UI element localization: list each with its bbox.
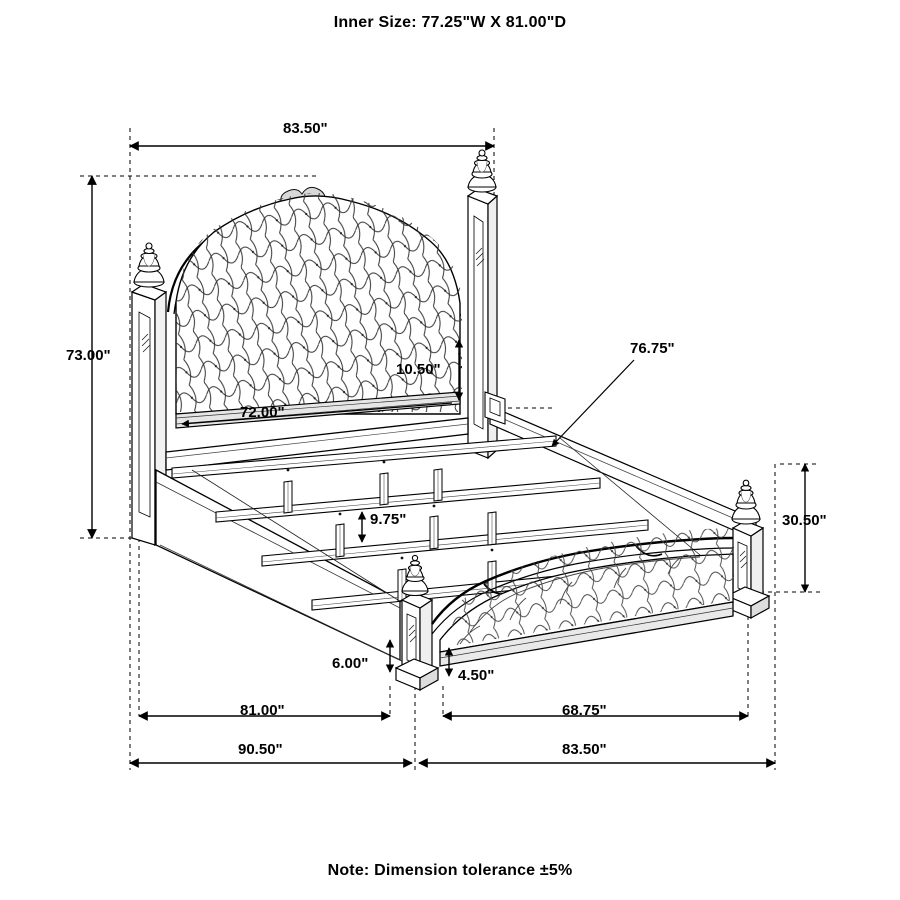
dimension-label-slat-leg-height: 9.75" [370,511,407,528]
dimension-label-footboard-clearance: 4.50" [458,667,495,684]
dimension-label-overall-width-top: 83.50" [283,120,328,137]
page-title: Inner Size: 77.25"W X 81.00"D [333,14,567,31]
dimension-label-footboard-height: 30.50" [782,512,827,529]
dimension-label-rail-to-panel: 10.50" [396,361,441,378]
dimension-label-foot-width-upper: 68.75" [562,702,607,719]
tolerance-note: Note: Dimension tolerance ±5% [327,862,573,879]
dimension-label-foot-width-lower: 83.50" [562,741,607,758]
dimension-label-headboard-height: 73.00" [66,347,111,364]
dimension-label-interior-length: 76.75" [630,340,675,357]
dimension-label-side-length-upper: 81.00" [240,702,285,719]
dimension-label-headboard-panel-width: 72.00" [240,404,285,421]
dimension-label-side-length-lower: 90.50" [238,741,283,758]
dimension-label-footboard-post-base: 6.00" [332,655,369,672]
